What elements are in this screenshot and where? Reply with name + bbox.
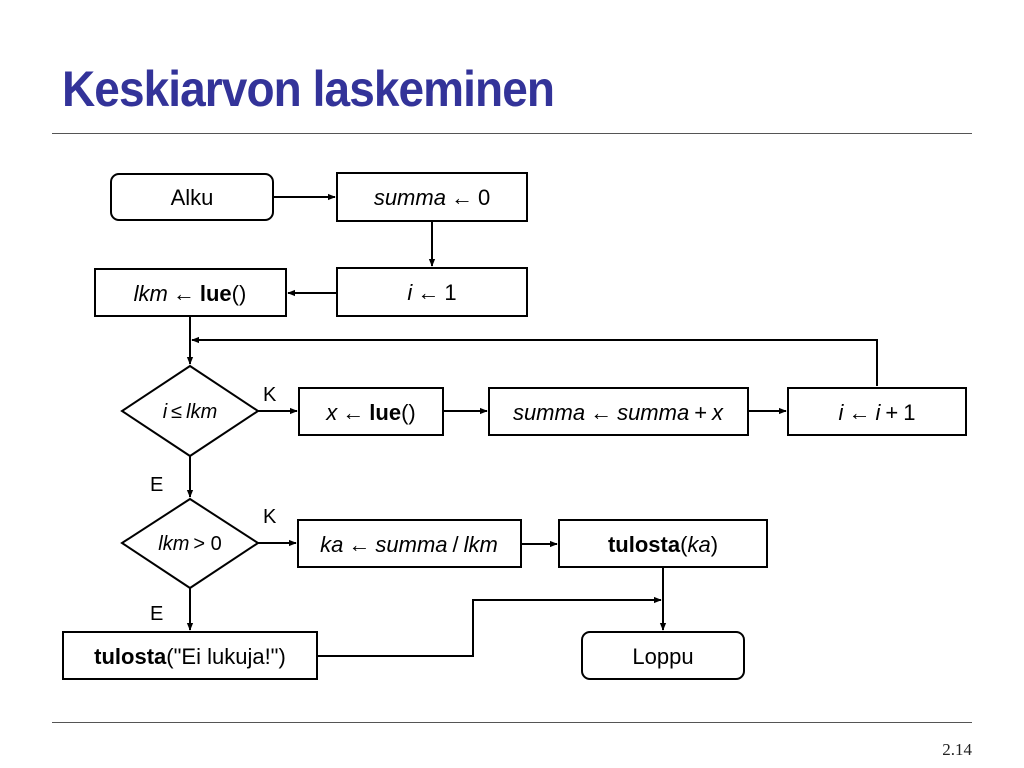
branch-label-loop-yes: K — [263, 384, 277, 406]
node-read-count-label: lkm←lue() — [134, 281, 247, 306]
read-x-var: x — [325, 400, 338, 425]
node-compute-average: ka←summa/lkm — [297, 519, 522, 568]
increment-var: i — [839, 400, 845, 425]
node-print-no-numbers: tulosta("Ei lukuja!") — [62, 631, 318, 680]
increment-arrow: ← — [848, 400, 870, 425]
read-count-func: lue — [200, 281, 232, 306]
print-none-func: tulosta — [94, 644, 167, 669]
node-loop-condition-label: i≤lkm — [163, 401, 218, 423]
accumulate-arrow: ← — [590, 400, 612, 425]
node-start-label: Alku — [171, 185, 214, 210]
node-read-x: x←lue() — [298, 387, 444, 436]
print-avg-close: ) — [711, 532, 718, 557]
increment-value: 1 — [903, 400, 915, 425]
compute-avg-arrow: ← — [348, 532, 370, 557]
init-i-arrow: ← — [417, 280, 439, 305]
node-loop-condition: i≤lkm — [120, 364, 260, 458]
branch-label-count-yes: K — [263, 506, 277, 528]
title-divider — [52, 133, 972, 134]
count-cond-left: lkm — [158, 533, 189, 555]
node-end-label: Loppu — [632, 644, 693, 669]
loop-cond-right: lkm — [186, 401, 217, 423]
print-avg-func: tulosta — [608, 532, 681, 557]
accumulate-expr-add: x — [711, 400, 724, 425]
node-init-sum: summa←0 — [336, 172, 528, 222]
page-number: 2.14 — [942, 740, 972, 759]
increment-plus: + — [885, 400, 898, 425]
read-count-parens: () — [232, 281, 247, 306]
node-print-average-label: tulosta(ka) — [608, 532, 718, 557]
node-count-condition-label: lkm> 0 — [158, 533, 221, 555]
init-sum-value: 0 — [478, 185, 490, 210]
node-start: Alku — [110, 173, 274, 221]
node-print-no-numbers-label: tulosta("Ei lukuja!") — [94, 644, 286, 669]
branch-label-count-no: E — [150, 603, 163, 625]
compute-avg-div: / — [453, 532, 460, 557]
compute-avg-num: summa — [375, 532, 447, 557]
edge-increment-loop-back — [191, 336, 878, 386]
read-x-arrow: ← — [342, 400, 364, 425]
node-read-x-label: x←lue() — [325, 400, 415, 425]
node-accumulate-label: summa←summa+x — [513, 400, 724, 425]
read-count-var: lkm — [134, 281, 168, 306]
node-read-count: lkm←lue() — [94, 268, 287, 317]
compute-avg-den: lkm — [464, 532, 498, 557]
footer-divider — [52, 722, 972, 723]
node-init-sum-label: summa←0 — [374, 185, 490, 210]
init-sum-var: summa — [374, 185, 446, 210]
node-compute-average-label: ka←summa/lkm — [320, 532, 498, 557]
loop-cond-left: i — [163, 401, 168, 423]
node-end: Loppu — [581, 631, 745, 680]
node-print-average: tulosta(ka) — [558, 519, 768, 568]
accumulate-expr-var: summa — [617, 400, 689, 425]
init-i-var: i — [407, 280, 413, 305]
slide-title: Keskiarvon laskeminen — [62, 61, 555, 117]
print-none-arg: ("Ei lukuja!") — [166, 644, 286, 669]
init-i-value: 1 — [444, 280, 456, 305]
count-cond-op: > 0 — [193, 533, 221, 555]
loop-cond-op: ≤ — [171, 401, 182, 423]
node-increment-label: i←i+1 — [839, 400, 916, 425]
init-sum-arrow: ← — [451, 185, 473, 210]
increment-expr-var: i — [875, 400, 881, 425]
read-x-func: lue — [369, 400, 401, 425]
edge-print-none-to-end — [318, 596, 662, 657]
branch-label-loop-no: E — [150, 474, 163, 496]
flowchart-edges — [186, 193, 878, 657]
accumulate-var: summa — [513, 400, 585, 425]
node-increment: i←i+1 — [787, 387, 967, 436]
node-accumulate: summa←summa+x — [488, 387, 749, 436]
print-avg-open: ( — [680, 532, 688, 557]
accumulate-plus: + — [694, 400, 707, 425]
read-count-arrow: ← — [173, 281, 195, 306]
node-count-condition: lkm> 0 — [120, 497, 260, 590]
node-init-i-label: i←1 — [407, 280, 456, 305]
print-avg-arg: ka — [687, 532, 710, 557]
compute-avg-var: ka — [320, 532, 343, 557]
node-init-i: i←1 — [336, 267, 528, 317]
read-x-parens: () — [401, 400, 416, 425]
